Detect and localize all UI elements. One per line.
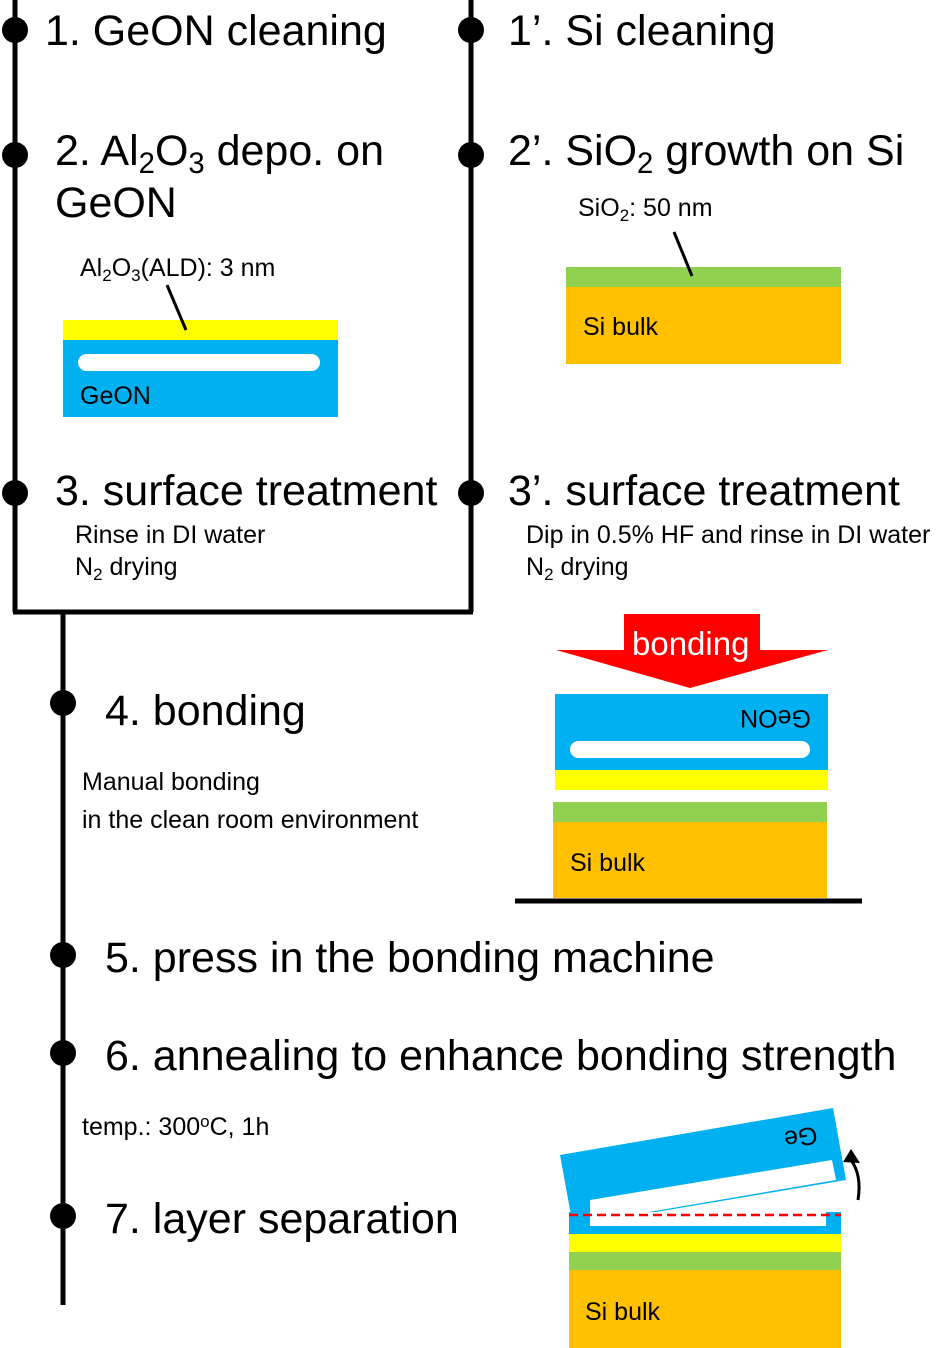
- sio2-pointer: [672, 231, 694, 277]
- step-2p-title: 2’. SiO2 growth on Si: [508, 127, 905, 179]
- al2o3-label-sub: 2: [102, 265, 112, 285]
- si-sio2-stack: [566, 231, 841, 364]
- step-3-note-1: Rinse in DI water: [75, 521, 266, 549]
- step-2-title-part: O: [154, 127, 189, 175]
- lift-arrow-curve: [849, 1159, 861, 1201]
- al2o3-pointer: [165, 284, 188, 331]
- sio2-label: SiO2: 50 nm: [578, 194, 713, 224]
- step-3p-note-2-sub: 2: [544, 564, 554, 584]
- step-7-title: 7. layer separation: [105, 1195, 459, 1243]
- step-2-dot: [2, 142, 28, 168]
- step-2-title: 2. Al2O3 depo. on: [55, 127, 384, 179]
- step-3p-title: 3’. surface treatment: [508, 467, 900, 515]
- step-4-title: 4. bonding: [105, 687, 306, 735]
- step-3-title: 3. surface treatment: [55, 467, 438, 515]
- step-2-title-part: depo. on: [204, 127, 384, 175]
- si-bulk-label-2: Si bulk: [570, 849, 646, 877]
- geon-al2o3-stack: [63, 284, 338, 417]
- step-6-note: temp.: 300oC, 1h: [82, 1112, 270, 1141]
- al2o3-label-part: Al: [80, 254, 103, 282]
- step-2p-title-part: growth on Si: [653, 127, 905, 175]
- step-2p-title-part: 2’. SiO: [508, 127, 638, 175]
- step-3-dot: [2, 480, 28, 506]
- bonding-arrow: [556, 614, 828, 688]
- bottom-si-layer-2: [569, 1270, 841, 1348]
- step-6-note-part: C, 1h: [209, 1113, 270, 1141]
- step-3p-note-2: N2 drying: [526, 553, 629, 583]
- step-2p-title-sub: 2: [637, 148, 654, 181]
- al2o3-label-sub: 3: [131, 265, 141, 285]
- al2o3-layer: [63, 320, 338, 340]
- flipped-geon-label: GeON: [740, 704, 811, 732]
- implant-layer: [78, 354, 320, 371]
- step-6-note-part: temp.: 300: [82, 1113, 201, 1141]
- flipped-ge-label: Ge: [781, 1120, 820, 1154]
- bonding-stack: [515, 694, 862, 904]
- step-2-title-sub: 2: [138, 148, 155, 181]
- geon-label: GeON: [80, 382, 151, 410]
- bonding-arrow-label: bonding: [632, 625, 750, 662]
- flipped-implant-layer: [570, 741, 810, 758]
- step-3p-dot: [458, 480, 484, 506]
- geon-layer: [63, 340, 338, 417]
- sio2-label-part: SiO: [578, 194, 620, 222]
- step-3p-note-1: Dip in 0.5% HF and rinse in DI water: [526, 521, 931, 549]
- si-bulk-label: Si bulk: [583, 313, 659, 341]
- step-5-dot: [50, 942, 76, 968]
- bottom-si-layer: [553, 822, 827, 898]
- step-2p-dot: [458, 142, 484, 168]
- lifted-gap: [590, 1160, 836, 1222]
- step-2-title-sub: 3: [188, 148, 205, 181]
- bonding-arrow-shape: [556, 614, 828, 688]
- flipped-geon-text: GeON: [740, 704, 811, 732]
- step-4-note-1: Manual bonding: [82, 768, 260, 796]
- bottom-sio2-layer-2: [569, 1252, 841, 1270]
- step-5-title: 5. press in the bonding machine: [105, 934, 715, 982]
- lift-arrow-head: [843, 1149, 860, 1163]
- step-3-note-2: N2 drying: [75, 553, 178, 583]
- step-3-note-2-part: drying: [102, 553, 178, 581]
- step-3-note-2-part: N: [75, 553, 94, 581]
- sio2-layer: [566, 267, 841, 287]
- separation-stack: [560, 1108, 861, 1348]
- al2o3-label-part: (ALD): 3 nm: [140, 254, 276, 282]
- al2o3-label: Al2O3(ALD): 3 nm: [80, 254, 276, 284]
- step-4-note-2: in the clean room environment: [82, 806, 419, 834]
- flipped-al2o3-layer: [555, 770, 828, 790]
- si-bulk-label-3: Si bulk: [585, 1298, 661, 1326]
- step-6-note-sup: o: [200, 1112, 210, 1132]
- step-2-title-part: 2. Al: [55, 127, 139, 175]
- step-1-title: 1. GeON cleaning: [45, 7, 387, 55]
- step-1p-title: 1’. Si cleaning: [508, 7, 776, 55]
- step-3p-note-2-part: N: [526, 553, 545, 581]
- bottom-al2o3-layer-2: [569, 1234, 841, 1252]
- step-6-dot: [50, 1040, 76, 1066]
- sio2-label-sub: 2: [619, 205, 630, 225]
- step-3-note-2-sub: 2: [93, 564, 103, 584]
- step-4-dot: [50, 690, 76, 716]
- step-1-dot: [2, 17, 28, 43]
- step-3p-note-2-part: drying: [553, 553, 629, 581]
- step-2-title-line2: GeON: [55, 179, 177, 227]
- step-1p-dot: [458, 17, 484, 43]
- al2o3-label-part: O: [111, 254, 132, 282]
- step-7-dot: [50, 1203, 76, 1229]
- flipped-ge-text: Ge: [781, 1120, 820, 1154]
- si-bulk-layer: [566, 287, 841, 364]
- sio2-label-part: : 50 nm: [629, 194, 713, 222]
- step-6-title: 6. annealing to enhance bonding strength: [105, 1032, 897, 1080]
- bottom-sio2-layer: [553, 802, 827, 822]
